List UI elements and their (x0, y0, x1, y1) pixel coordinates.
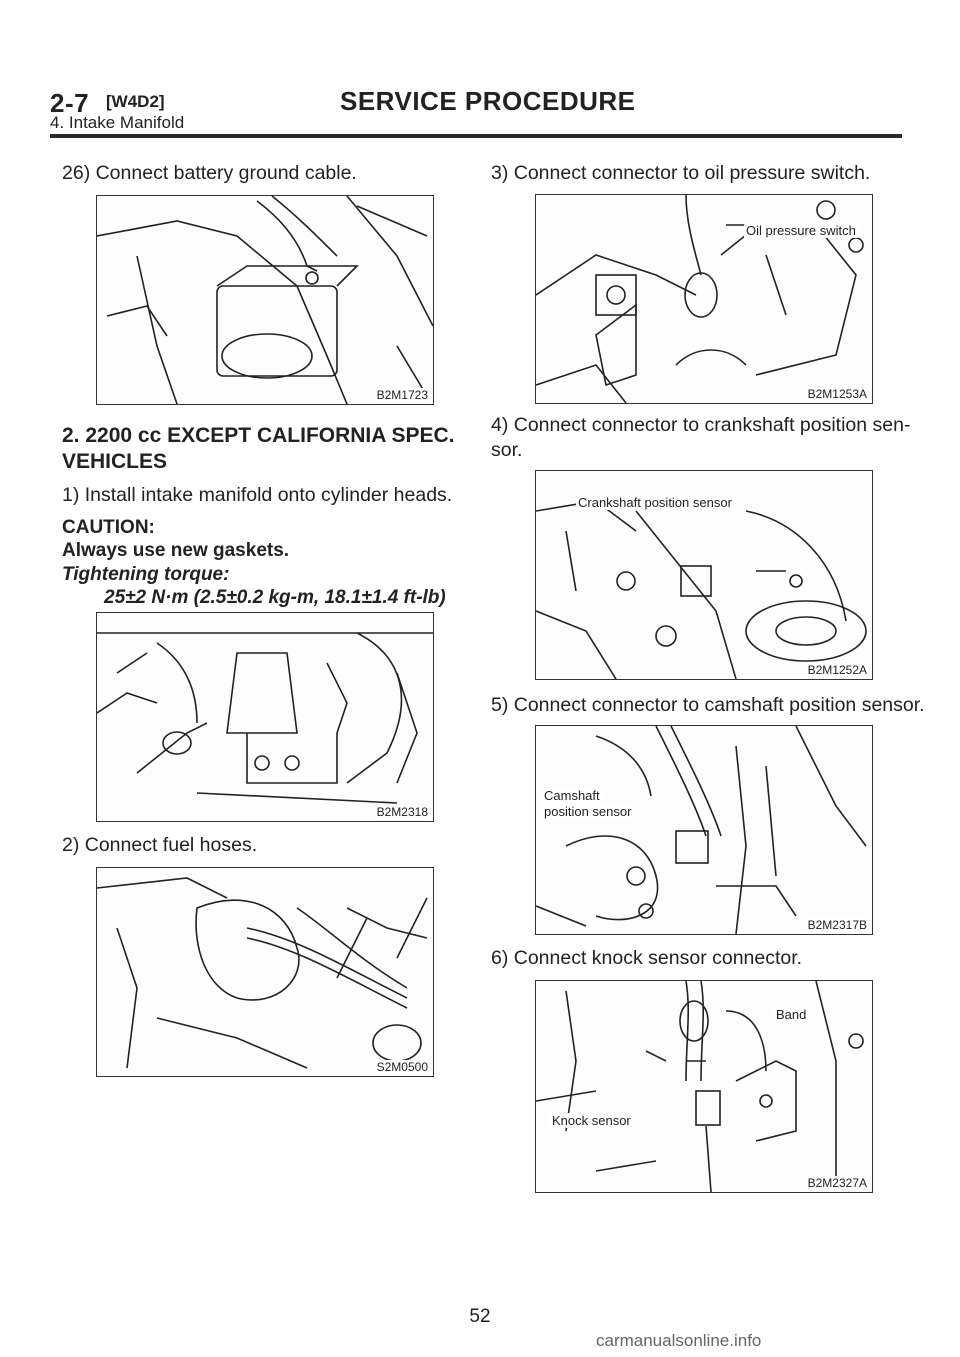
crankshaft-sensor-callout: Crankshaft position sensor (576, 495, 734, 510)
camshaft-sensor-callout-line2: position sensor (542, 804, 634, 819)
torque-label: Tightening torque: (62, 564, 230, 585)
figure-code: B2M2318 (375, 805, 429, 819)
camshaft-sensor-callout-line1: Camshaft (542, 788, 602, 803)
battery-illustration (97, 196, 433, 404)
watermark-link[interactable]: carmanualsonline.info (596, 1331, 762, 1350)
figure-code: B2M1252A (806, 663, 868, 677)
figure-code: B2M1723 (375, 388, 429, 402)
figure-knock-sensor: Band Knock sensor B2M2327A (535, 980, 873, 1193)
step-4-text-line2: sor. (491, 439, 523, 461)
fuel-hoses-illustration (97, 877, 428, 1069)
figure-intake-manifold: B2M2318 (96, 612, 434, 822)
figure-crankshaft-sensor: Crankshaft position sensor B2M1252A (535, 470, 873, 680)
intake-manifold-illustration (97, 632, 433, 804)
page-subtitle: 4. Intake Manifold (50, 113, 185, 132)
figure-code: B2M2327A (806, 1176, 868, 1190)
header-divider (50, 134, 902, 138)
oil-pressure-switch-callout: Oil pressure switch (744, 223, 858, 238)
section-heading-line1: 2. 2200 cc EXCEPT CALIFORNIA SPEC. (62, 424, 455, 447)
section-heading-line2: VEHICLES (62, 450, 168, 473)
camshaft-sensor-illustration (536, 726, 867, 934)
step-3-text: 3) Connect connector to oil pressure swi… (491, 162, 871, 184)
step-26-text: 26) Connect battery ground cable. (62, 162, 357, 184)
section-number: 2-7 (50, 88, 90, 118)
figure-fuel-hoses: S2M0500 (96, 867, 434, 1077)
figure-camshaft-sensor: Camshaft position sensor B2M2317B (535, 725, 873, 935)
page-number: 52 (469, 1306, 491, 1327)
section-code: [W4D2] (106, 92, 165, 111)
figure-code: B2M2317B (806, 918, 868, 932)
figure-oil-pressure-switch: Oil pressure switch B2M1253A (535, 194, 873, 404)
step-5-text: 5) Connect connector to camshaft positio… (491, 694, 925, 716)
band-callout: Band (774, 1007, 809, 1022)
step-2-text: 2) Connect fuel hoses. (62, 834, 258, 856)
step-4-text-line1: 4) Connect connector to crankshaft posit… (491, 414, 911, 436)
step-6-text: 6) Connect knock sensor connector. (491, 947, 803, 969)
figure-code: S2M0500 (375, 1060, 429, 1074)
page-title: SERVICE PROCEDURE (340, 86, 636, 116)
knock-sensor-callout: Knock sensor (550, 1113, 633, 1128)
figure-battery-ground: B2M1723 (96, 195, 434, 405)
caution-text: Always use new gaskets. (62, 540, 290, 561)
figure-code: B2M1253A (806, 387, 868, 401)
step-1-text: 1) Install intake manifold onto cylinder… (62, 484, 453, 506)
caution-label: CAUTION: (62, 517, 155, 538)
knock-sensor-illustration (536, 981, 864, 1192)
torque-value: 25±2 N·m (2.5±0.2 kg-m, 18.1±1.4 ft-lb) (104, 587, 446, 608)
